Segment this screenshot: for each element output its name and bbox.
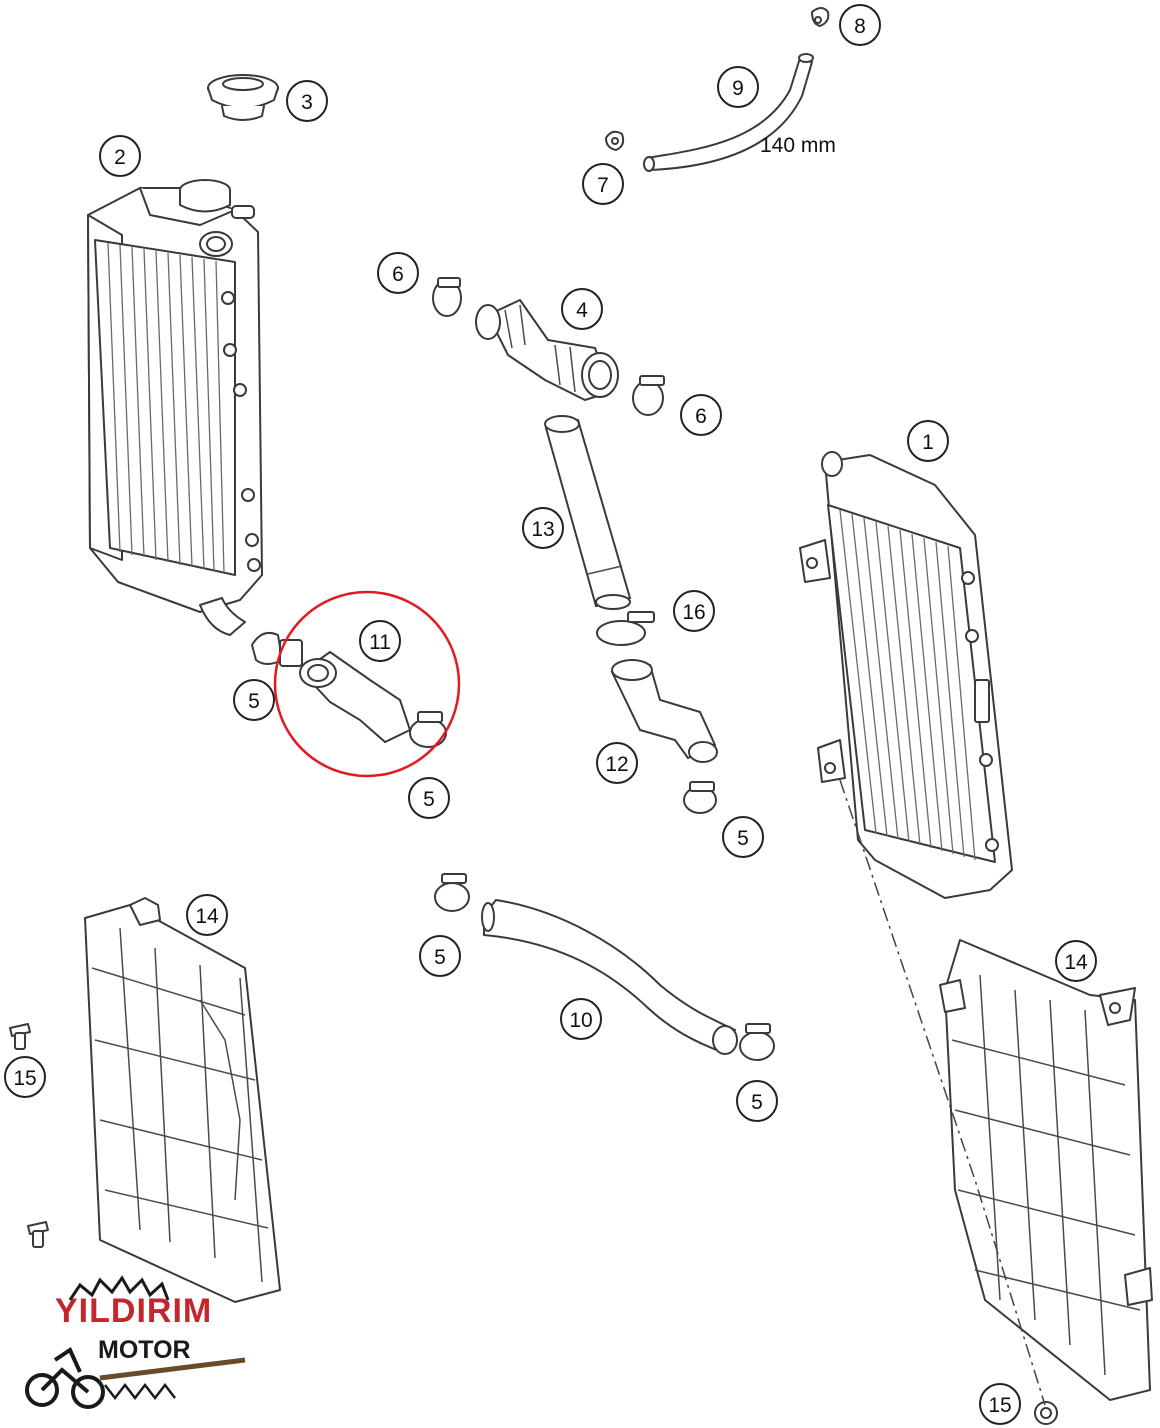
svg-text:5: 5: [423, 788, 435, 811]
thermostat-connector: [475, 299, 619, 401]
callout-15-a: 15: [4, 1056, 46, 1098]
callout-5-e: 5: [736, 1080, 778, 1122]
svg-text:7: 7: [597, 174, 609, 197]
callout-6-a: 6: [377, 252, 419, 294]
callout-4: 4: [561, 288, 603, 330]
svg-text:2: 2: [114, 146, 126, 169]
svg-text:15: 15: [13, 1067, 36, 1090]
svg-text:10: 10: [569, 1009, 592, 1032]
callout-3: 3: [286, 80, 328, 122]
svg-text:11: 11: [369, 631, 391, 654]
radiator-hose-11: [299, 650, 412, 744]
callout-16: 16: [673, 590, 715, 632]
svg-text:16: 16: [682, 601, 705, 624]
svg-text:9: 9: [732, 77, 744, 100]
callout-10: 10: [560, 998, 602, 1040]
callout-12: 12: [596, 742, 638, 784]
svg-text:YILDIRIM: YILDIRIM: [55, 1292, 212, 1330]
hose-clamp-11-right: [409, 711, 447, 748]
highlight-circle: [273, 590, 461, 778]
callout-5-d: 5: [419, 935, 461, 977]
callout-11: 11: [359, 620, 401, 662]
callout-14-b: 14: [1055, 940, 1097, 982]
callout-2: 2: [99, 135, 141, 177]
svg-text:13: 13: [531, 518, 554, 541]
right-radiator-louver: [939, 939, 1153, 1401]
hose-clamp-10-upper: [434, 873, 470, 912]
hose-clamp-right: [632, 375, 665, 416]
svg-text:15: 15: [988, 1394, 1011, 1417]
elbow-hose-12: [610, 659, 718, 763]
svg-text:1: 1: [922, 431, 934, 454]
callout-5-b: 5: [408, 777, 450, 819]
callout-8: 8: [839, 4, 881, 46]
callout-5-a: 5: [233, 679, 275, 721]
callout-14-a: 14: [186, 894, 228, 936]
left-radiator: [87, 179, 263, 636]
svg-text:3: 3: [301, 91, 313, 114]
svg-text:6: 6: [695, 405, 707, 428]
svg-text:5: 5: [248, 690, 260, 713]
svg-text:8: 8: [854, 15, 866, 38]
hose-clamp-upper: [432, 277, 462, 317]
breather-hose: [643, 53, 814, 172]
right-radiator: [799, 451, 1013, 899]
callout-15-b: 15: [979, 1383, 1021, 1425]
svg-text:12: 12: [605, 753, 628, 776]
radiator-cap: [207, 74, 279, 121]
callout-1: 1: [907, 420, 949, 462]
svg-text:6: 6: [392, 263, 404, 286]
callout-13: 13: [522, 507, 564, 549]
svg-text:14: 14: [195, 905, 219, 928]
svg-text:MOTOR: MOTOR: [98, 1336, 191, 1364]
hose-clamp-12-lower: [683, 781, 717, 814]
callout-6-b: 6: [680, 394, 722, 436]
svg-text:5: 5: [434, 946, 446, 969]
left-radiator-louver: [84, 897, 281, 1303]
hose-clip-small-left: [605, 130, 625, 151]
long-coolant-hose-10: [481, 898, 738, 1055]
assembly-line: [839, 779, 1046, 1406]
hose-clip-small-top: [811, 7, 830, 27]
hose-clamp-10-lower: [739, 1023, 775, 1061]
screw-left-lower: [27, 1221, 49, 1248]
straight-coolant-pipe: [544, 415, 632, 610]
hose-length-label: 140 mm: [760, 134, 836, 157]
svg-text:5: 5: [751, 1091, 763, 1114]
hose-clamp-16: [596, 611, 655, 646]
screw-right-lower: [1034, 1401, 1058, 1425]
svg-text:14: 14: [1064, 951, 1088, 974]
svg-text:5: 5: [737, 827, 749, 850]
callout-9: 9: [717, 66, 759, 108]
svg-text:4: 4: [576, 299, 588, 322]
callout-7: 7: [582, 163, 624, 205]
screw-left-upper: [9, 1023, 31, 1050]
callout-5-c: 5: [722, 816, 764, 858]
yildirim-motor-logo: YILDIRIM MOTOR: [25, 1275, 246, 1409]
